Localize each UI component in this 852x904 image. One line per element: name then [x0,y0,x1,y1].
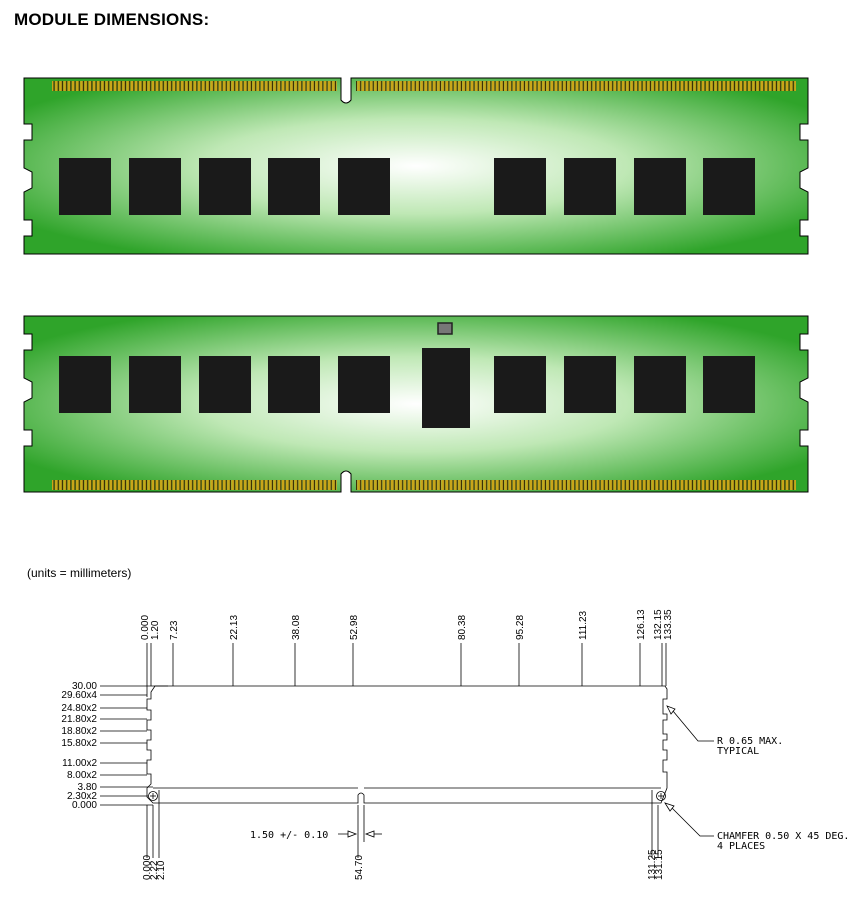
dim-label-left: 0.000 [72,800,97,811]
units-note: (units = millimeters) [27,566,132,580]
module-back [23,315,809,493]
bottom-extension-lines [146,790,659,858]
dim-label-left: 3.80 [78,782,98,793]
dim-label-bottom: 131.15 [654,849,665,880]
dim-label-top: 111.23 [578,610,589,640]
dim-label-bottom: 2.10 [156,860,167,880]
radius-leader [666,705,714,742]
chamfer-note: 4 PLACES [717,841,765,852]
dim-label-top: 1.20 [150,620,161,640]
dim-label-top: 126.13 [636,609,647,640]
gold-fingers-right [356,81,796,91]
dim-label-bottom: 54.70 [354,855,365,880]
dram-chip [494,356,546,413]
bottom-dimension-labels: 0.000 2.22 2.10 54.70 131.25 131.15 [142,849,665,880]
dim-label-top: 132.15 [653,609,664,640]
dim-label-top: 95.28 [515,615,526,640]
dram-chip [703,356,755,413]
gold-fingers-right [356,480,796,490]
gold-fingers-left [52,480,337,490]
dram-chip [199,158,251,215]
mounting-hole [148,791,158,801]
dram-chip [634,158,686,215]
gold-fingers-left [52,81,337,91]
dram-chip [338,158,390,215]
dram-chip [634,356,686,413]
top-dimension-labels: 0.000 1.20 7.23 22.13 38.08 52.98 80.38 … [140,609,674,640]
dimension-drawing [100,643,714,858]
dram-chip [129,158,181,215]
dim-label-left: 24.80x2 [61,703,97,714]
left-dimension-labels: 30.00 29.60x4 24.80x2 21.80x2 18.80x2 15… [61,681,97,811]
dim-label-left: 18.80x2 [61,726,97,737]
spd-chip [437,322,453,335]
dram-chip [564,356,616,413]
dim-label-bottom: 131.25 [647,849,658,880]
dram-chip [494,158,546,215]
dim-label-left: 11.00x2 [62,758,97,769]
dram-chip [59,356,111,413]
dram-chip [268,356,320,413]
top-extension-lines [146,643,667,697]
mounting-hole [656,791,666,801]
dram-chip [199,356,251,413]
dim-label-left: 15.80x2 [61,738,97,749]
dim-label-left: 2.30x2 [67,791,97,802]
dim-label-bottom: 2.22 [149,860,160,880]
dram-chip [564,158,616,215]
dim-label-left: 30.00 [72,681,97,692]
dim-label-top: 80.38 [457,615,468,640]
dim-label-top: 7.23 [169,620,180,640]
dim-label-left: 21.80x2 [61,714,97,725]
register-chip [422,348,470,428]
dim-label-bottom: 0.000 [142,855,153,880]
dram-chip [268,158,320,215]
notch-tolerance-label: 1.50 +/- 0.10 [250,830,328,841]
module-front [23,77,809,255]
dim-label-top: 0.000 [140,615,151,640]
dim-label-left: 8.00x2 [67,770,97,781]
dram-chip [129,356,181,413]
dim-label-top: 22.13 [229,615,240,640]
radius-note: R 0.65 MAX. [717,736,783,747]
module-outline [146,685,668,804]
dim-label-top: 133.35 [663,609,674,640]
dram-chip [59,158,111,215]
notch-dimension [338,830,382,838]
radius-note: TYPICAL [717,746,759,757]
page-title: MODULE DIMENSIONS: [14,10,210,29]
dram-chip [703,158,755,215]
chamfer-leader [664,802,714,837]
dim-label-left: 29.60x4 [61,690,97,701]
dim-label-top: 52.98 [349,615,360,640]
dram-chip [338,356,390,413]
dim-label-top: 38.08 [291,615,302,640]
chamfer-note: CHAMFER 0.50 X 45 DEG. [717,831,849,842]
left-leader-lines [100,685,168,806]
